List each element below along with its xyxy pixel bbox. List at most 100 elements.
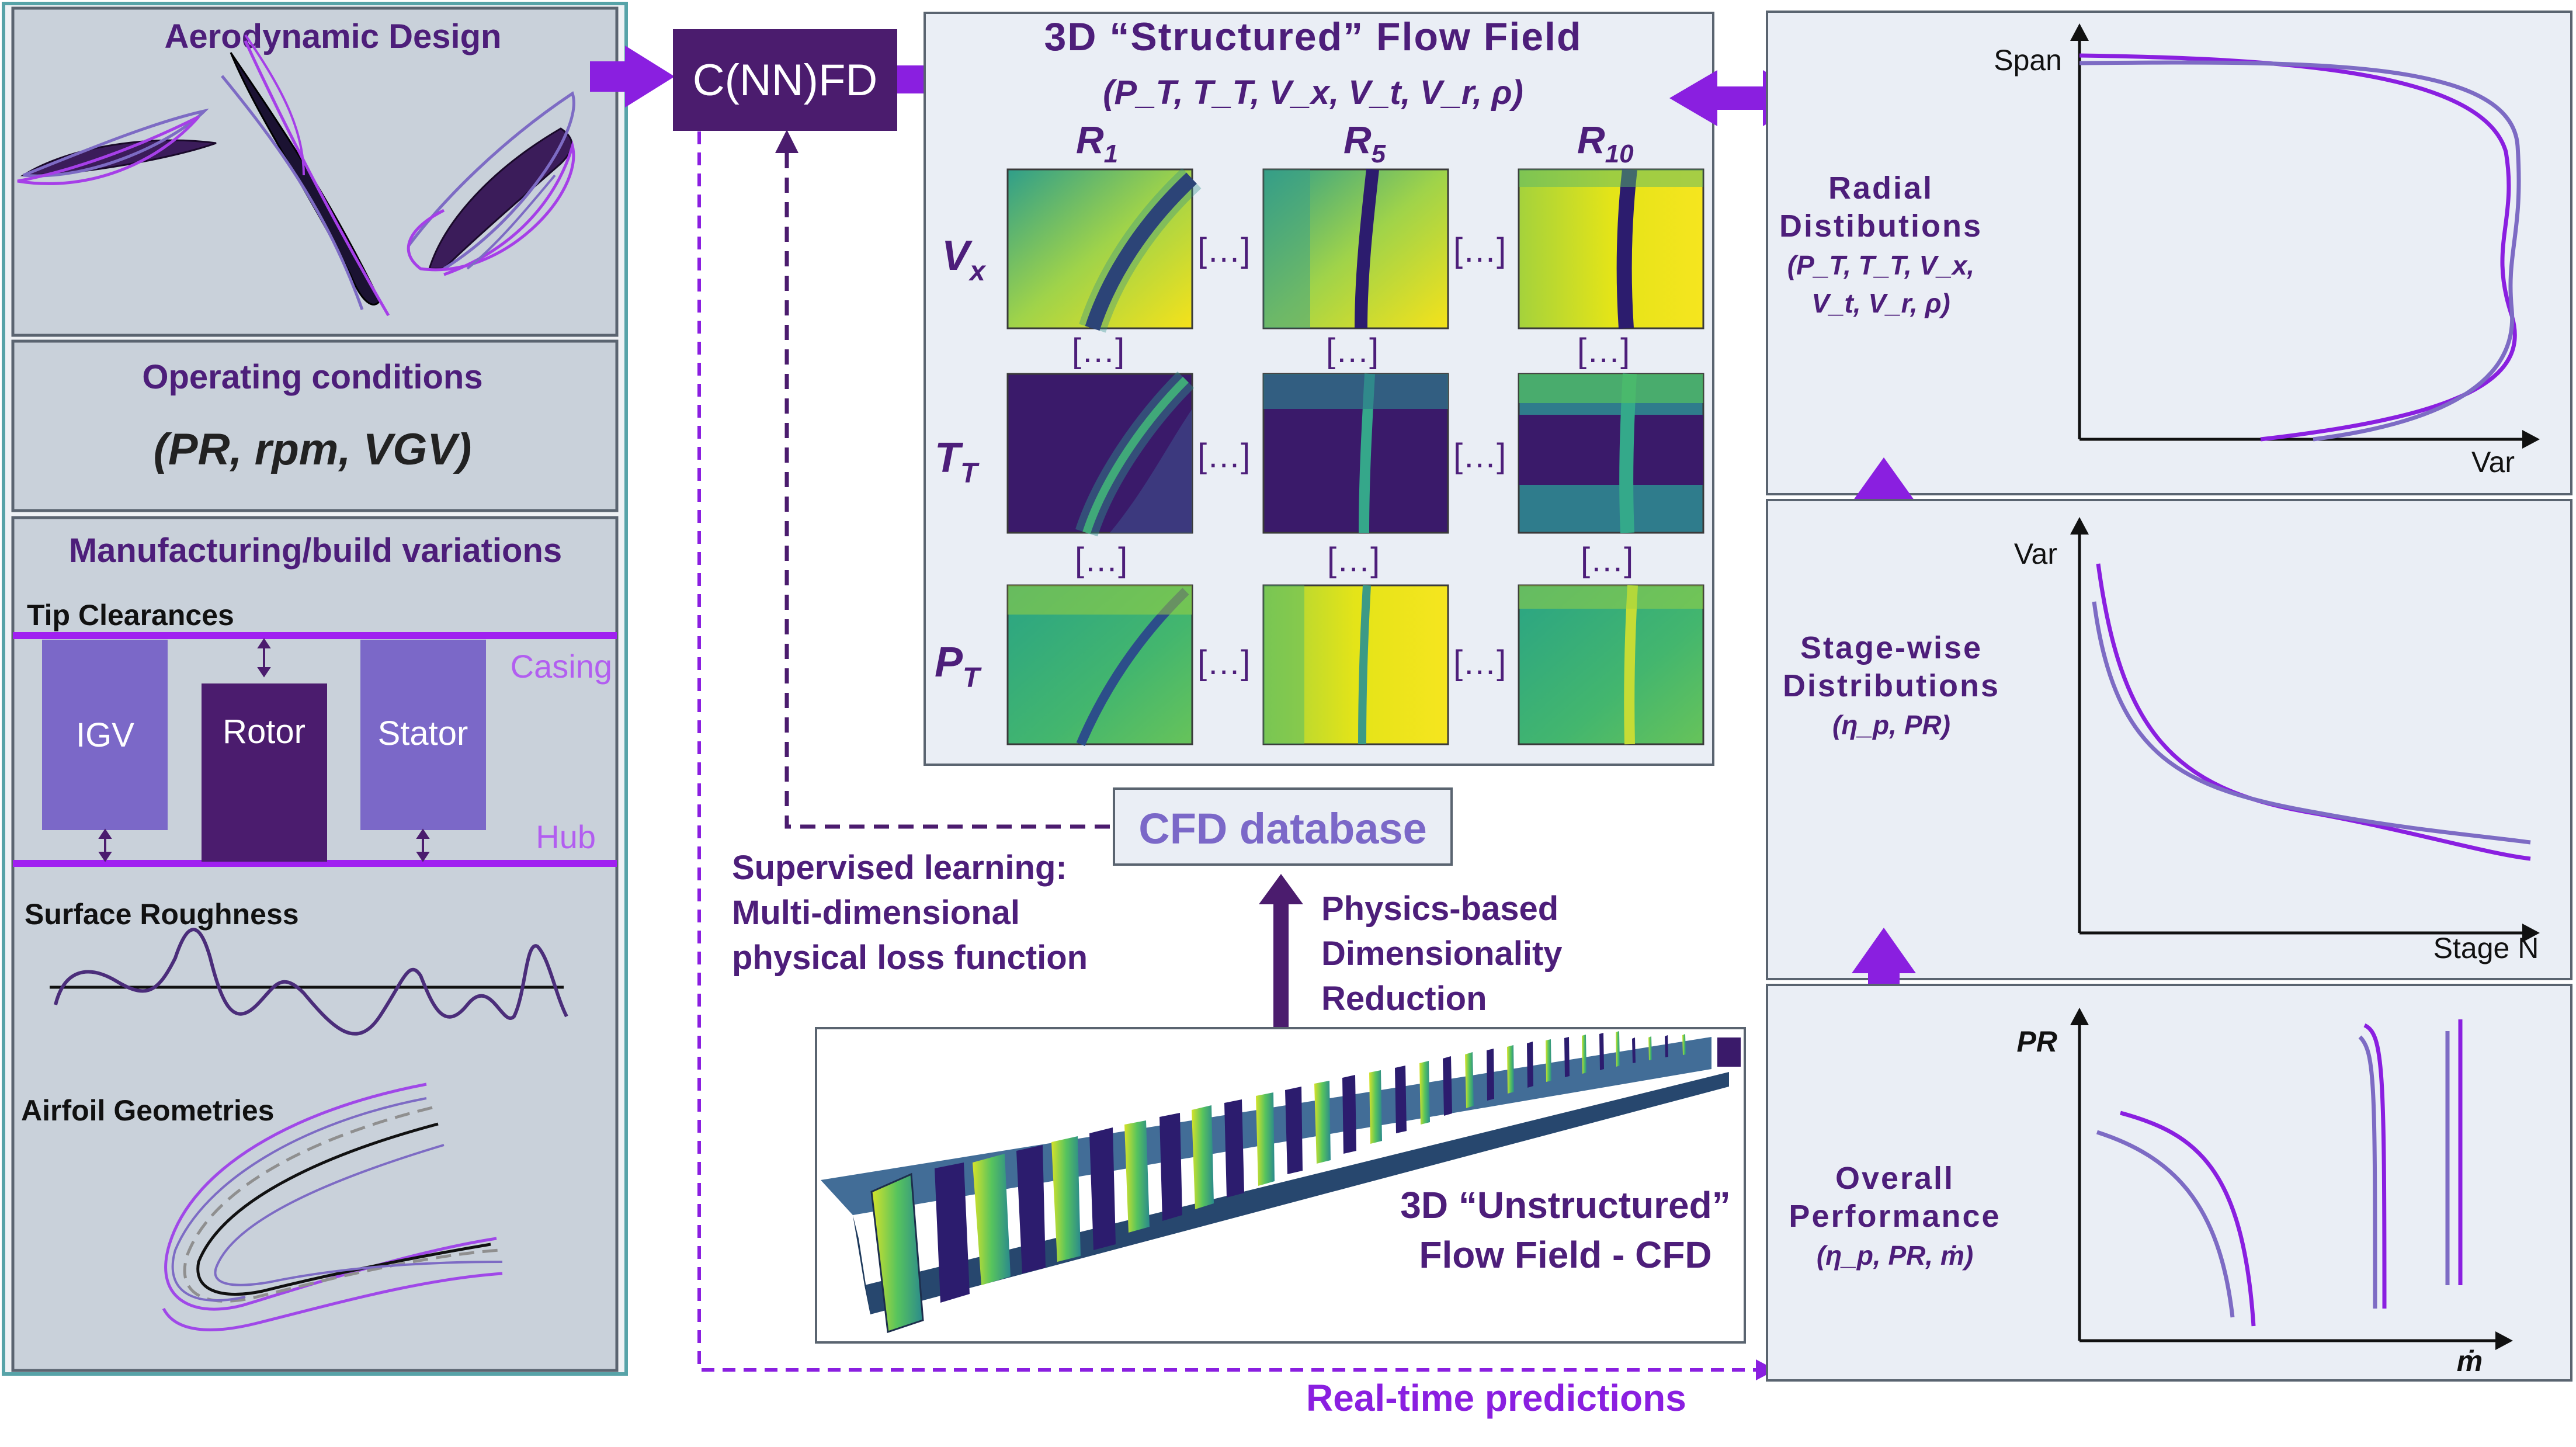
stagewise-y-label: Var xyxy=(2014,537,2057,570)
overall-x-label: ṁ xyxy=(2457,1345,2483,1377)
row-header-tt: TT xyxy=(935,435,980,489)
clearance-arrow-stator xyxy=(416,828,430,862)
radial-vars1: (P_T, T_T, V_x, xyxy=(1787,250,1974,280)
physics-line2: Dimensionality xyxy=(1321,935,1563,973)
radial-curve-lavender xyxy=(2079,60,2521,442)
supervised-line3: physical loss function xyxy=(732,939,1088,977)
overall-curve-lavender-2 xyxy=(2358,1035,2377,1309)
aero-design-title: Aerodynamic Design xyxy=(165,18,502,55)
col-r10-sub: 10 xyxy=(1605,140,1634,168)
stagewise-x-label: Stage N xyxy=(2433,932,2539,964)
contour-pt-r1 xyxy=(1006,584,1193,747)
col-r5-base: R xyxy=(1343,118,1372,161)
radial-chart: Span Var xyxy=(1994,23,2540,478)
svg-text:R1: R1 xyxy=(1076,118,1118,168)
ellipsis-row2-c1: […] xyxy=(1075,541,1127,579)
row-pt-base: P xyxy=(935,639,963,686)
aero-blade-right xyxy=(407,91,575,276)
hub-label: Hub xyxy=(536,818,596,855)
physics-line3: Reduction xyxy=(1321,980,1487,1018)
stator-label: Stator xyxy=(378,714,468,752)
overall-curve-lavender-1 xyxy=(2096,1130,2235,1318)
aero-design-panel: Aerodynamic Design xyxy=(11,6,619,337)
stagewise-curve-lavender xyxy=(2092,601,2531,845)
compressor-model xyxy=(821,1031,1741,1334)
overall-vars: (η_p, PR, ṁ) xyxy=(1817,1240,1973,1271)
supervised-feedback-arrowhead xyxy=(775,130,799,153)
ellipsis-tt-1: […] xyxy=(1197,437,1250,475)
radial-y-label: Span xyxy=(1994,44,2062,77)
col-header-r1: R1 xyxy=(1076,118,1118,168)
aero-to-cnnfd-arrow xyxy=(590,46,675,107)
overall-y-label: PR xyxy=(2017,1025,2057,1058)
overall-curve-purple-2 xyxy=(2363,1023,2387,1309)
row-tt-base: T xyxy=(935,435,964,481)
ellipsis-row1-c1: […] xyxy=(1072,332,1124,370)
airfoil-geometries-label: Airfoil Geometries xyxy=(21,1094,274,1127)
overall-chart: PR ṁ xyxy=(2017,1008,2513,1377)
col-r1-base: R xyxy=(1076,118,1104,161)
cfd-database-box[interactable] xyxy=(1113,787,1453,866)
col-r1-sub: 1 xyxy=(1104,140,1118,168)
row-header-pt: PT xyxy=(935,639,982,693)
ellipsis-vx-2: […] xyxy=(1453,231,1506,269)
stator-block xyxy=(360,640,486,830)
supervised-line1: Supervised learning: xyxy=(732,849,1067,887)
col-header-r10: R10 xyxy=(1577,118,1634,168)
manufacturing-title: Manufacturing/build variations xyxy=(69,532,562,570)
row-vx-sub: x xyxy=(968,256,987,287)
tip-clearances-label: Tip Clearances xyxy=(27,599,234,631)
svg-text:R10: R10 xyxy=(1577,118,1634,168)
operating-conditions-panel: Operating conditions (PR, rpm, VGV) xyxy=(11,339,619,512)
unstructured-line1: 3D “Unstructured” xyxy=(1400,1184,1730,1226)
contour-vx-r1 xyxy=(1006,168,1202,333)
row-header-vx: Vx xyxy=(942,233,987,287)
realtime-path xyxy=(697,131,1758,1372)
ellipsis-row1-c3: […] xyxy=(1577,332,1630,370)
radial-x-label: Var xyxy=(2471,446,2515,478)
ellipsis-row2-c3: […] xyxy=(1581,541,1633,579)
stagewise-vars: (η_p, PR) xyxy=(1832,710,1950,740)
supervised-line2: Multi-dimensional xyxy=(732,894,1020,932)
col-r10-base: R xyxy=(1577,118,1605,161)
rotor-label: Rotor xyxy=(223,713,305,751)
row-vx-base: V xyxy=(942,233,973,279)
airfoil-geometries-plot xyxy=(162,1082,503,1331)
radial-vars2: V_t, V_r, ρ) xyxy=(1811,288,1950,318)
contour-tt-r1 xyxy=(1006,371,1195,537)
cnnfd-label: C(NN)FD xyxy=(693,55,878,105)
contour-vx-r10 xyxy=(1518,168,1704,329)
casing-label: Casing xyxy=(511,648,612,685)
overall-line1: Overall xyxy=(1835,1161,1954,1196)
ellipsis-tt-2: […] xyxy=(1453,437,1506,475)
physics-arrow xyxy=(1259,874,1303,1034)
physics-line1: Physics-based xyxy=(1321,890,1558,928)
stagewise-line2: Distributions xyxy=(1783,668,2000,703)
ellipsis-row2-c2: […] xyxy=(1327,541,1380,579)
svg-text:R5: R5 xyxy=(1343,118,1386,168)
realtime-label: Real-time predictions xyxy=(1306,1377,1686,1419)
overall-line2: Performance xyxy=(1789,1199,2001,1234)
ellipsis-pt-2: […] xyxy=(1453,644,1506,682)
col-header-r5: R5 xyxy=(1343,118,1386,168)
stagewise-chart: Var Stage N xyxy=(2014,517,2540,964)
surface-roughness-label: Surface Roughness xyxy=(25,898,299,931)
overall-panel xyxy=(1766,984,2572,1382)
surface-roughness-plot xyxy=(50,928,568,1036)
contour-pt-r10 xyxy=(1518,584,1704,745)
contour-tt-r5 xyxy=(1262,373,1449,534)
clearance-arrow-igv xyxy=(98,828,112,862)
stagewise-panel xyxy=(1766,499,2572,980)
ellipsis-row1-c2: […] xyxy=(1326,332,1379,370)
clearance-arrow-rotor xyxy=(257,638,271,678)
aero-blade-left xyxy=(17,108,217,185)
igv-label: IGV xyxy=(76,716,134,754)
unstructured-line2: Flow Field - CFD xyxy=(1419,1234,1711,1276)
cnnfd-box[interactable] xyxy=(673,29,897,131)
cfd-database-label: CFD database xyxy=(1138,804,1426,853)
manufacturing-panel: Manufacturing/build variations Tip Clear… xyxy=(11,516,619,1372)
rotor-block xyxy=(202,683,327,862)
ellipsis-pt-1: […] xyxy=(1197,644,1250,682)
supervised-feedback-arrow xyxy=(784,146,1110,829)
